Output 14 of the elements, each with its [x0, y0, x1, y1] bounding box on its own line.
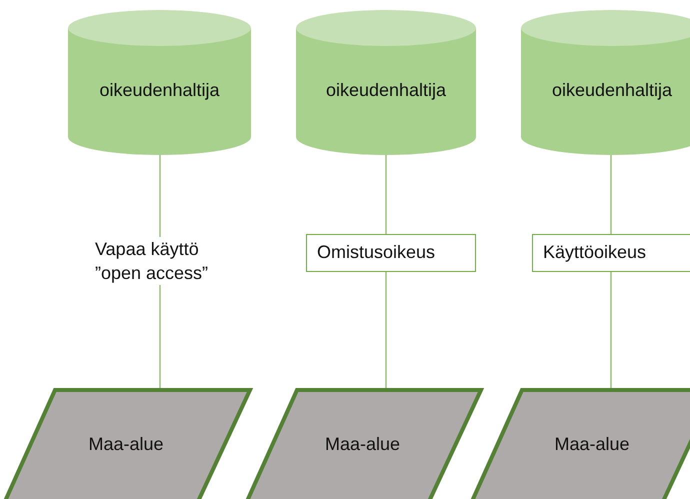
node-label: oikeudenhaltija — [550, 80, 674, 101]
node-label: oikeudenhaltija — [324, 80, 448, 101]
label-box — [532, 234, 690, 272]
node-label: oikeudenhaltija — [98, 80, 221, 101]
node-label: Käyttöoikeus — [543, 242, 648, 263]
connector-line — [385, 272, 387, 388]
label-box — [306, 234, 476, 272]
node-label: Maa-alue — [553, 434, 631, 455]
node-label: Maa-alue — [87, 434, 165, 455]
node-label: Maa-alue — [324, 434, 402, 455]
connector-line — [610, 272, 612, 388]
node-label: Omistusoikeus — [317, 242, 436, 263]
connector-line — [610, 155, 612, 234]
connector-line — [385, 155, 387, 234]
